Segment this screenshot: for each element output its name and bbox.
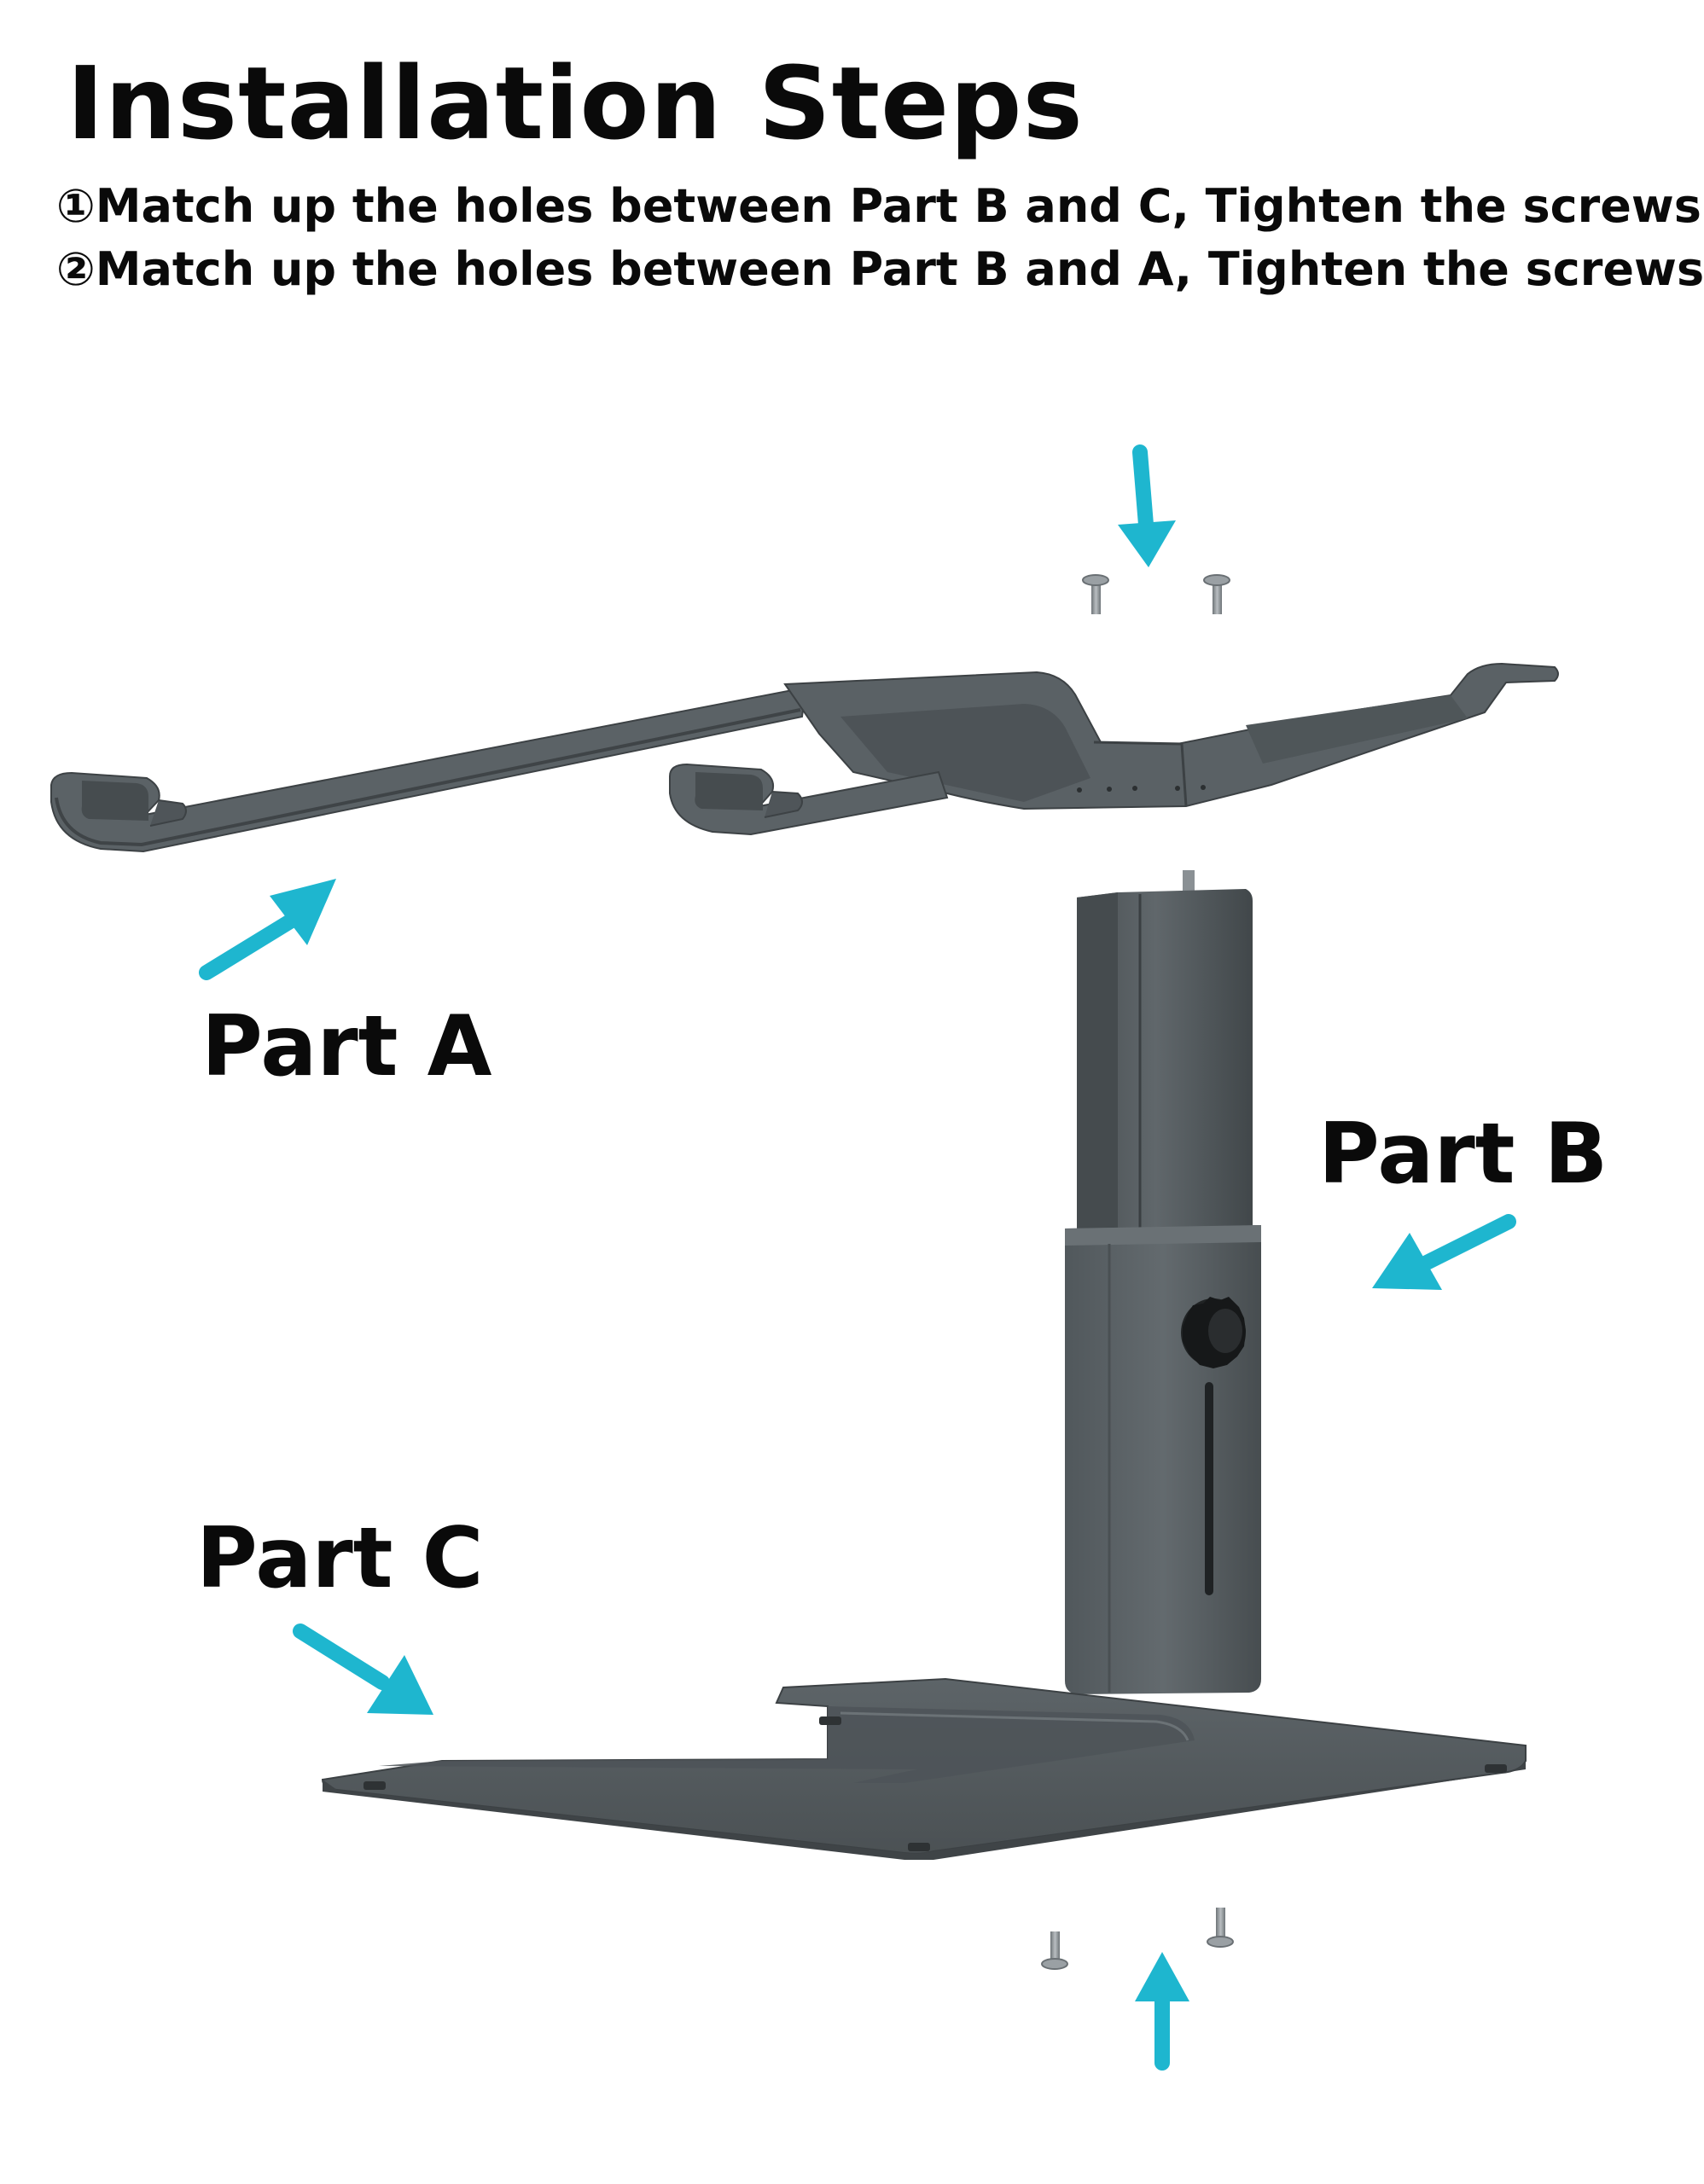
- arrow-bottom-screws: [1135, 1952, 1189, 2071]
- step-list: ①Match up the holes between Part B and C…: [56, 175, 1704, 301]
- bottom-screws: [1041, 1908, 1234, 1970]
- step-1: ①Match up the holes between Part B and C…: [56, 179, 1701, 233]
- screw-top-right: [1203, 574, 1230, 614]
- page-title: Installation Steps: [67, 44, 1084, 162]
- arrow-part-c: [293, 1623, 433, 1715]
- part-c-base: [321, 1677, 1527, 1860]
- arrow-part-b: [1372, 1214, 1516, 1290]
- screw-top-left: [1082, 574, 1109, 614]
- screw-bottom-left: [1041, 1931, 1068, 1970]
- part-a-label: Part A: [201, 998, 492, 1095]
- arrow-top-screws: [1118, 444, 1176, 567]
- top-screws: [1082, 574, 1230, 614]
- arrow-part-a: [199, 879, 336, 980]
- height-adjust-knob: [1181, 1297, 1246, 1368]
- screw-bottom-right: [1207, 1908, 1234, 1948]
- part-c-label: Part C: [196, 1510, 484, 1607]
- part-b-post: [1065, 870, 1261, 1694]
- part-b-label: Part B: [1318, 1106, 1608, 1203]
- part-a-tray: [50, 662, 1559, 853]
- step-2: ②Match up the holes between Part B and A…: [56, 242, 1704, 296]
